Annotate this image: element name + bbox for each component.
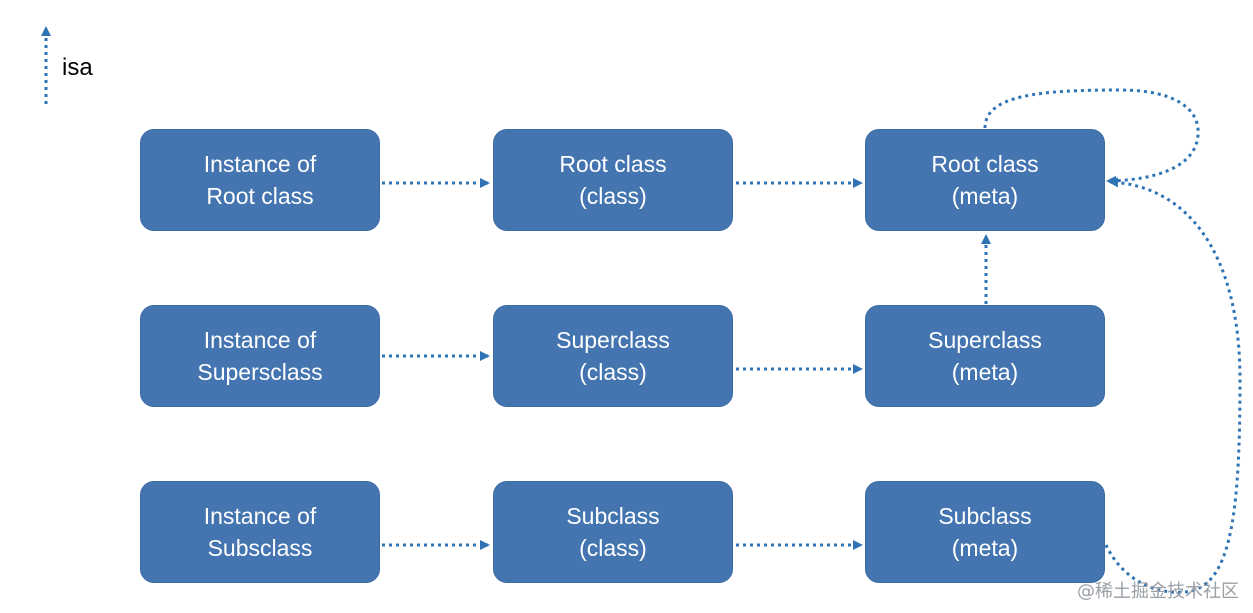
node-label-line2: (meta) bbox=[951, 359, 1019, 385]
node-label-line1: Instance of bbox=[203, 327, 317, 353]
node-root-class: Root class (class) bbox=[493, 129, 733, 231]
node-label-line1: Superclass bbox=[556, 327, 670, 353]
node-label-line2: Supersclass bbox=[197, 359, 323, 385]
node-label-line2: (class) bbox=[579, 183, 647, 209]
node-label-line2: (meta) bbox=[951, 535, 1019, 561]
node-label-line1: Instance of bbox=[203, 151, 317, 177]
node-label-line2: (class) bbox=[579, 535, 647, 561]
node-label-line2: (meta) bbox=[951, 183, 1019, 209]
node-label-line2: (class) bbox=[579, 359, 647, 385]
node-instance-of-superclass: Instance of Supersclass bbox=[140, 305, 380, 407]
watermark: @稀土掘金技术社区 bbox=[1077, 581, 1239, 602]
node-superclass-meta: Superclass (meta) bbox=[865, 305, 1105, 407]
node-subclass-class: Subclass (class) bbox=[493, 481, 733, 583]
node-label-line1: Root class bbox=[559, 151, 667, 177]
node-label-line1: Root class bbox=[931, 151, 1039, 177]
node-label-line1: Subclass bbox=[938, 503, 1032, 529]
node-instance-of-subclass: Instance of Subsclass bbox=[140, 481, 380, 583]
node-subclass-meta: Subclass (meta) bbox=[865, 481, 1105, 583]
node-superclass-class: Superclass (class) bbox=[493, 305, 733, 407]
node-root-meta: Root class (meta) bbox=[865, 129, 1105, 231]
node-label-line2: Root class bbox=[206, 183, 314, 209]
legend-isa-label: isa bbox=[62, 54, 93, 81]
node-label-line1: Instance of bbox=[203, 503, 317, 529]
edge-sub-meta-to-root-meta bbox=[1104, 177, 1242, 594]
node-instance-of-root-class: Instance of Root class bbox=[140, 129, 380, 231]
node-label-line1: Subclass bbox=[566, 503, 660, 529]
node-label-line1: Superclass bbox=[928, 327, 1042, 353]
edge-root-meta-self-loop bbox=[983, 88, 1200, 186]
node-label-line2: Subsclass bbox=[207, 535, 313, 561]
